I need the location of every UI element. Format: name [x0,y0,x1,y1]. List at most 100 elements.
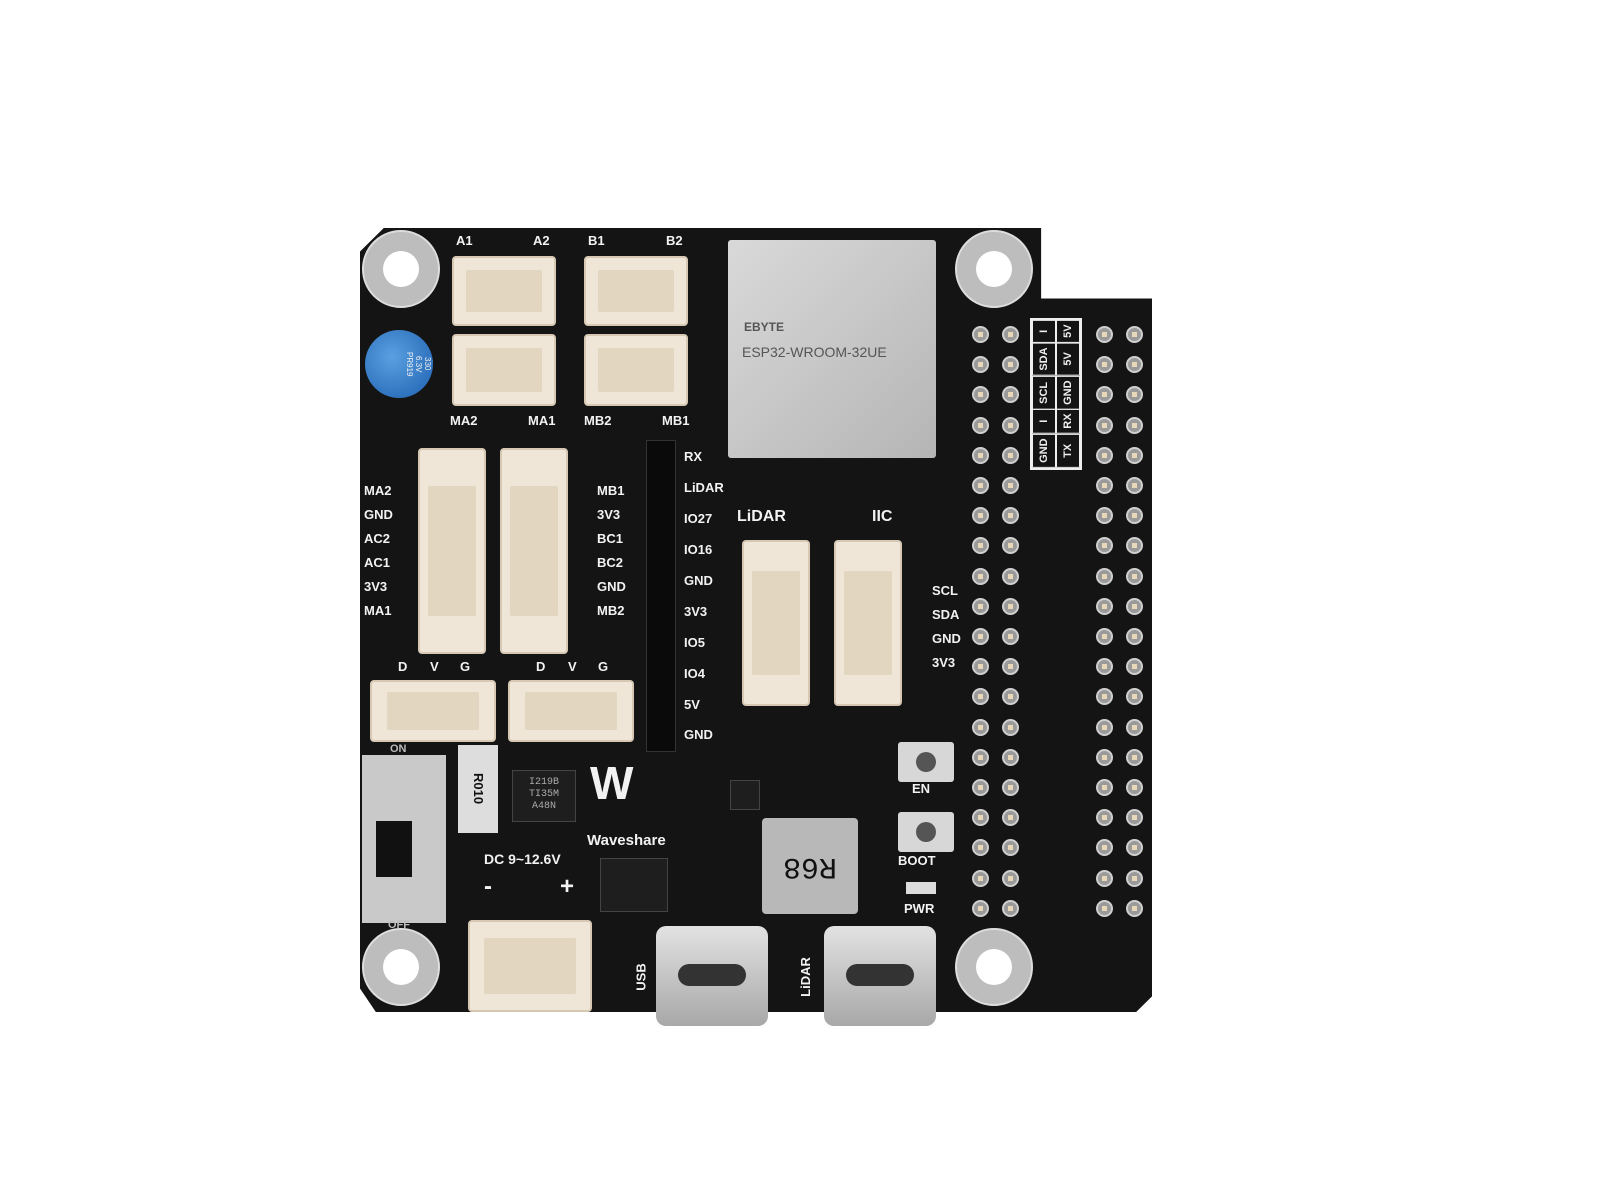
en-label: EN [912,781,931,796]
boot-button[interactable] [898,812,954,852]
label: MA2 [364,483,392,498]
gpio-pin [972,356,989,374]
gpio-pin [1126,416,1143,434]
shunt-resistor: R010 [458,745,498,833]
gpio-pin [972,869,989,887]
gpio-pin [1126,718,1143,736]
electrolytic-capacitor: CapXon 330 6.3V PR919 [365,330,433,398]
switch-on-label: ON [390,743,407,755]
label-ma2: MA2 [450,413,478,428]
gpio-pin [1096,416,1113,434]
motor-connector-b[interactable] [584,256,688,326]
label: GND [684,573,713,588]
gpio-pin [972,477,989,494]
gpio-pin [1126,748,1143,766]
usb-label: USB [633,963,649,991]
gpio-pin [1002,446,1019,464]
lidar-connector[interactable] [742,540,810,706]
usb-c-port-lidar[interactable] [824,926,936,1026]
servo-connector-1[interactable] [370,680,496,742]
gpio-pin [1126,688,1143,706]
gpio-pin [972,567,989,585]
label: G [598,659,609,674]
gpio-pin [1126,809,1143,827]
dc-power-connector[interactable] [468,920,592,1012]
gpio-pin [1126,658,1143,676]
mounting-hole [362,928,440,1006]
label: 5V [1056,342,1080,376]
module-brand: EBYTE [744,320,785,334]
en-button[interactable] [898,742,954,782]
gpio-pin [1002,688,1019,706]
gpio-pin [1126,507,1143,525]
label: GND [1032,434,1056,468]
gpio-pin [1096,899,1113,917]
gpio-pin [972,507,989,525]
label-mb2: MB2 [584,413,612,428]
gpio-pin [1096,779,1113,796]
gpio-pin [1126,628,1143,645]
gpio-pin [1002,386,1019,404]
label-b2: B2 [666,233,683,248]
label: 3V3 [932,655,956,670]
motor-connector-mb[interactable] [584,334,688,406]
label: TX [1056,434,1080,468]
label: IO27 [684,511,713,526]
label: MB2 [597,603,625,618]
motor-connector-ma[interactable] [452,334,556,406]
motor-connector-a[interactable] [452,256,556,326]
label: D [398,659,408,674]
lidar-usb-label: LiDAR [797,957,813,997]
label-a2: A2 [533,233,550,248]
mounting-hole [362,230,440,308]
label: IO16 [684,542,713,557]
gpio-pin [1096,839,1113,857]
label: GND [684,727,713,742]
label: V [568,659,577,674]
gpio-pin [1002,567,1019,585]
gpio-pin [1096,597,1113,615]
gpio-pin [1126,537,1143,555]
waveshare-text: Waveshare [587,832,666,849]
gpio-pin [1002,779,1019,796]
ic-chip [600,858,668,912]
gpio-pin [1002,597,1019,615]
gpio-pin [1002,718,1019,736]
gpio-pin [972,718,989,736]
gpio-pin [972,386,989,404]
gpio-pin [972,537,989,555]
inductor: R68 [762,818,858,914]
gpio-pin [1096,748,1113,766]
label: I [1032,409,1056,435]
minus-label: - [484,873,492,900]
encoder-connector-b[interactable] [500,448,568,654]
module-name: ESP32-WROOM-32UE [742,344,887,360]
label: MA1 [364,603,392,618]
label: IO5 [684,635,705,650]
gpio-pin [1096,718,1113,736]
label-mb1: MB1 [662,413,690,428]
gpio-pin [1096,356,1113,374]
label: AC2 [364,531,391,546]
servo-connector-2[interactable] [508,680,634,742]
gpio-pin-table: I 5V SDA 5V SCL GND I RX GND TX [1030,318,1082,470]
gpio-pin [1096,869,1113,887]
label: GND [932,631,961,646]
pwr-label: PWR [904,901,935,916]
iic-connector[interactable] [834,540,902,706]
gpio-pin [1126,839,1143,857]
gpio-pin [972,748,989,766]
pin-header-strip[interactable] [646,440,676,752]
label: G [460,659,471,674]
gpio-pin [972,658,989,676]
usb-c-port-usb[interactable] [656,926,768,1026]
gpio-pin [1126,356,1143,374]
encoder-connector-a[interactable] [418,448,486,654]
power-switch[interactable] [362,755,446,923]
gpio-pin [1126,386,1143,404]
gpio-pin [1002,537,1019,555]
dc-input-label: DC 9~12.6V [484,851,561,867]
switch-off-label: OFF [388,919,410,931]
label: AC1 [364,555,391,570]
label-ma1: MA1 [528,413,556,428]
